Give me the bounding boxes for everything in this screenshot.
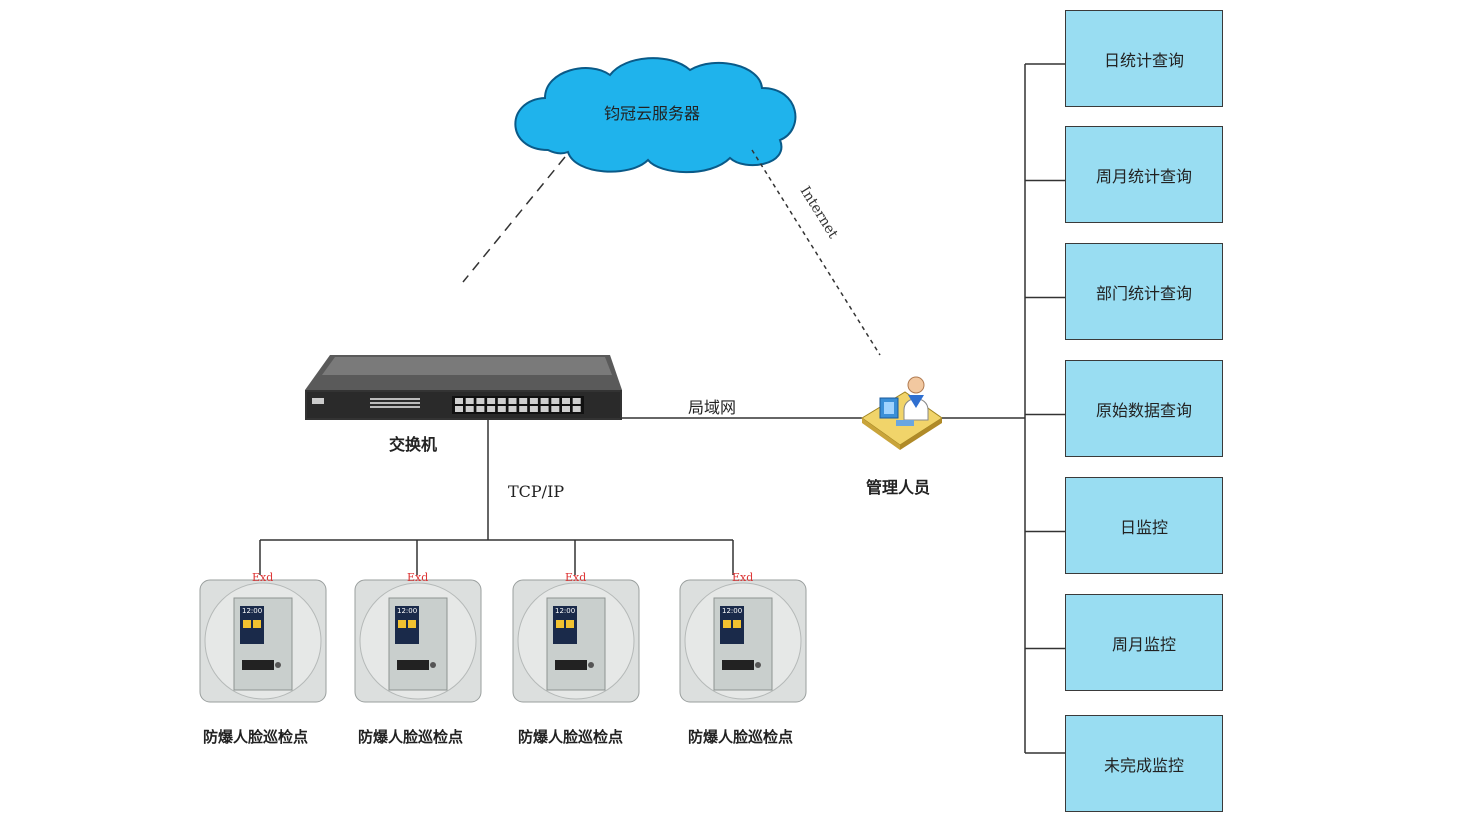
cloud-label: 钧冠云服务器	[604, 104, 701, 123]
query-box[interactable]: 日统计查询	[1065, 10, 1223, 107]
cloud-switch-link	[462, 156, 566, 283]
cloud-admin-link	[751, 149, 881, 356]
screen-time: 12:00	[722, 607, 743, 615]
face-inspection-terminal: Exd 12:00	[678, 571, 808, 704]
query-box[interactable]: 日监控	[1065, 477, 1223, 574]
admin-label: 管理人员	[866, 478, 931, 497]
screen-time: 12:00	[242, 607, 263, 615]
query-box[interactable]: 部门统计查询	[1065, 243, 1223, 340]
switch-label: 交换机	[389, 435, 438, 454]
exd-mark: Exd	[565, 571, 587, 584]
cloud-icon	[514, 57, 797, 174]
face-inspection-terminal: Exd 12:00	[198, 571, 328, 704]
admin-workstation-icon	[861, 376, 943, 450]
screen-time: 12:00	[397, 607, 418, 615]
query-box[interactable]: 原始数据查询	[1065, 360, 1223, 457]
query-box[interactable]: 周月监控	[1065, 594, 1223, 691]
switch-icon	[305, 355, 622, 420]
device-label: 防爆人脸巡检点	[518, 728, 624, 746]
device-label: 防爆人脸巡检点	[688, 728, 794, 746]
query-box[interactable]: 周月统计查询	[1065, 126, 1223, 223]
exd-mark: Exd	[732, 571, 754, 584]
exd-mark: Exd	[407, 571, 429, 584]
device-label: 防爆人脸巡检点	[203, 728, 309, 746]
exd-mark: Exd	[252, 571, 274, 584]
face-inspection-terminal: Exd 12:00	[353, 571, 483, 704]
screen-time: 12:00	[555, 607, 576, 615]
tcpip-label: TCP/IP	[508, 482, 565, 501]
face-inspection-terminal: Exd 12:00	[511, 571, 641, 704]
lan-label: 局域网	[688, 398, 737, 417]
query-box[interactable]: 未完成监控	[1065, 715, 1223, 812]
device-label: 防爆人脸巡检点	[358, 728, 464, 746]
